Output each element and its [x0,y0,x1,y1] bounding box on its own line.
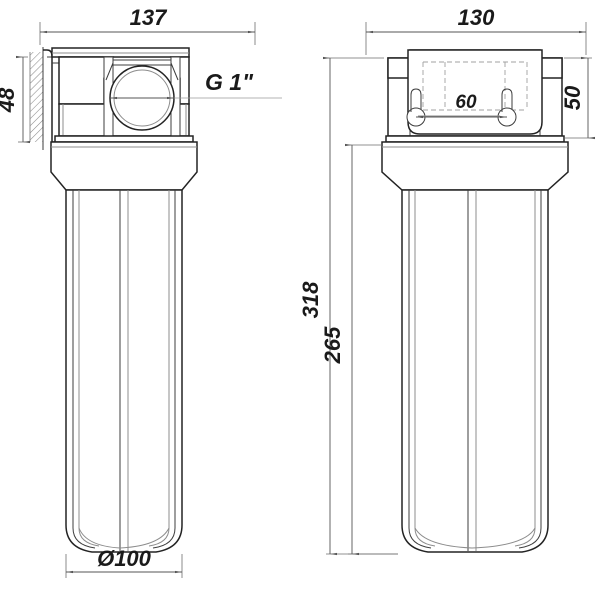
wall-hatch [29,47,44,150]
front-view-dimensions: 137 48 G 1" Ø100 [0,5,282,578]
side-view [381,49,569,553]
dimension-50: 50 [560,56,596,140]
cap-collar [50,135,198,191]
front-view [29,47,198,553]
thread-label-g1: G 1" [205,69,254,95]
dimension-137: 137 [39,5,256,45]
cap-top-plate [51,47,190,58]
dimension-60: 60 [416,92,507,119]
sump-body [65,189,183,553]
dimension-label-265: 265 [320,326,345,364]
dimension-48: 48 [0,55,31,144]
thread-callout-g1: G 1" [174,69,282,99]
dimension-label-50: 50 [560,85,585,110]
side-view-dimensions: 130 60 50 318 265 [298,5,596,556]
dimension-318: 318 [298,56,398,556]
dimension-diameter-100: Ø100 [65,546,183,578]
dimension-265: 265 [320,143,398,556]
dimension-130: 130 [365,5,587,55]
dimension-label-318: 318 [298,281,323,318]
inlet-port-circle [109,65,175,131]
dimension-label-diameter-100: Ø100 [97,546,152,571]
dimension-label-137: 137 [130,5,168,30]
side-cap-collar [381,135,569,191]
side-sump-body [401,189,549,553]
dimension-label-130: 130 [458,5,495,30]
dimension-label-60: 60 [455,92,477,113]
dimension-label-48: 48 [0,87,19,113]
